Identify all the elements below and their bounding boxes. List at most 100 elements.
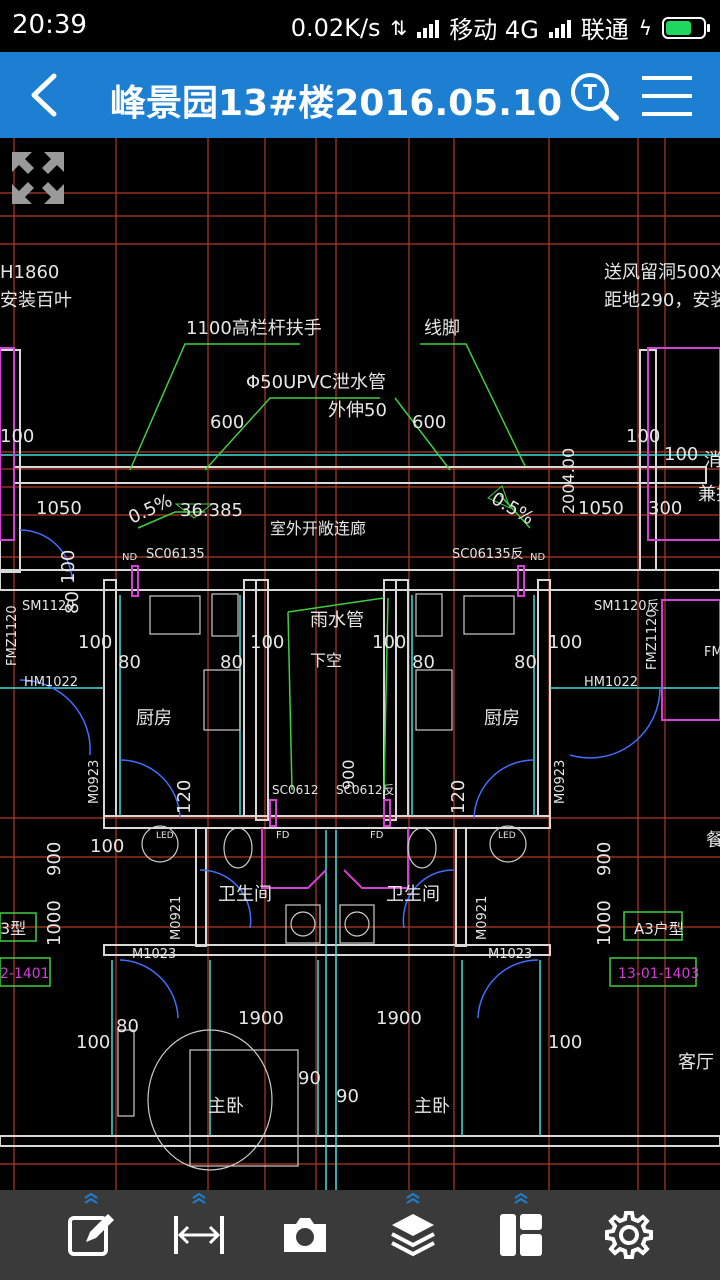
back-arrow-icon[interactable] bbox=[20, 70, 70, 120]
label-fd-right: FD bbox=[370, 830, 384, 841]
dim-80-a: 80 bbox=[62, 591, 83, 614]
label-void: 下空 bbox=[310, 651, 342, 670]
label-baiye: 安装百叶 bbox=[0, 290, 72, 311]
status-right: 0.02K/s ⇅ 移动 4G 联通 ϟ bbox=[290, 10, 710, 45]
cad-drawing-canvas[interactable]: H1860 安装百叶 送风留洞500XH 距地290，安装百 1100高栏杆扶手… bbox=[0, 138, 720, 1190]
label-sm1120f: SM1120反 bbox=[594, 599, 660, 614]
walls bbox=[0, 349, 720, 1147]
label-hm1022-left: HM1022 bbox=[24, 675, 78, 690]
dim-80-c: 80 bbox=[220, 652, 243, 673]
label-extend: 外伸50 bbox=[328, 400, 387, 421]
settings-button[interactable] bbox=[584, 1190, 674, 1280]
hamburger-menu-icon[interactable] bbox=[640, 72, 694, 120]
label-rain-pipe: 雨水管 bbox=[310, 610, 364, 631]
dim-2004: 2004.00 bbox=[559, 448, 578, 514]
label-room-left: 2-1401 bbox=[0, 966, 50, 982]
dim-900-mid: 900 bbox=[339, 759, 358, 790]
camera-button[interactable] bbox=[260, 1190, 350, 1280]
label-hm1022-right: HM1022 bbox=[584, 675, 638, 690]
label-m1023-right: M1023 bbox=[488, 947, 532, 962]
fullscreen-expand-icon[interactable] bbox=[10, 150, 66, 206]
label-led-left: LED bbox=[156, 831, 174, 841]
label-fm: FM bbox=[704, 645, 720, 660]
layout-button[interactable] bbox=[476, 1190, 566, 1280]
label-nd-right: ND bbox=[530, 552, 545, 563]
signal-icon bbox=[417, 18, 440, 38]
camera-icon bbox=[284, 1218, 326, 1252]
dim-80-d: 80 bbox=[412, 652, 435, 673]
clock: 20:39 bbox=[12, 10, 87, 40]
layers-button[interactable] bbox=[368, 1190, 458, 1280]
label-sc0612f: SC0612反 bbox=[336, 783, 395, 797]
label-master-bed-left: 主卧 bbox=[208, 1096, 244, 1117]
app-bar: 峰景园13#楼2016.05.10 T bbox=[0, 52, 720, 138]
dim-80-b: 80 bbox=[118, 652, 141, 673]
dim-600-right: 600 bbox=[412, 412, 446, 433]
label-xiao: 消 bbox=[704, 450, 720, 471]
elevation-value: 36.385 bbox=[180, 500, 243, 521]
dim-90-a: 90 bbox=[298, 1068, 321, 1089]
label-corridor: 室外开敞连廊 bbox=[270, 519, 366, 538]
fixtures bbox=[117, 593, 527, 1171]
dim-1050-right: 1050 bbox=[578, 498, 624, 519]
charging-icon: ϟ bbox=[638, 15, 652, 40]
bottom-toolbar bbox=[0, 1190, 720, 1280]
leader-lines bbox=[129, 343, 531, 791]
label-m0923-left: M0923 bbox=[87, 760, 102, 804]
carrier-primary: 移动 4G bbox=[449, 16, 539, 44]
dim-90-b: 90 bbox=[336, 1086, 359, 1107]
slope-right: 0.5% bbox=[488, 488, 538, 529]
label-fmz-left: FMZ1120 bbox=[5, 605, 20, 666]
dim-100-vert: 100 bbox=[58, 550, 79, 584]
measure-button[interactable] bbox=[154, 1190, 244, 1280]
dim-100-g: 100 bbox=[548, 632, 582, 653]
label-m0921-left: M0921 bbox=[169, 896, 184, 940]
label-songfeng: 送风留洞500XH bbox=[604, 262, 720, 283]
label-unit-type-right: A3户型 bbox=[634, 920, 684, 938]
room-tags bbox=[0, 911, 697, 987]
label-sc06135f: SC06135反 bbox=[452, 547, 524, 562]
dim-1000-right: 1000 bbox=[594, 900, 615, 946]
battery-fill bbox=[666, 20, 692, 35]
label-kitchen-left: 厨房 bbox=[136, 708, 172, 729]
dim-80-e: 80 bbox=[514, 652, 537, 673]
page-title: 峰景园13#楼2016.05.10 bbox=[110, 83, 563, 124]
dim-1000-left: 1000 bbox=[44, 900, 65, 946]
label-master-bed-right: 主卧 bbox=[414, 1096, 450, 1117]
label-living-room: 客厅 bbox=[678, 1052, 714, 1073]
dim-100-f: 100 bbox=[372, 632, 406, 653]
dim-100-a: 100 bbox=[0, 426, 34, 447]
label-m1023-left: M1023 bbox=[132, 947, 176, 962]
dim-900-right: 900 bbox=[594, 842, 615, 876]
layers-icon bbox=[391, 1214, 435, 1257]
settings-gear-icon bbox=[605, 1211, 653, 1259]
floor-plan[interactable]: H1860 安装百叶 送风留洞500XH 距地290，安装百 1100高栏杆扶手… bbox=[0, 138, 720, 1190]
dim-100-b: 100 bbox=[626, 426, 660, 447]
label-fmz-right: FMZ1120 bbox=[645, 609, 660, 670]
dim-100-i: 100 bbox=[76, 1032, 110, 1053]
svg-text:T: T bbox=[583, 80, 597, 104]
network-speed: 0.02K/s bbox=[290, 13, 381, 42]
dim-600-left: 600 bbox=[210, 412, 244, 433]
label-drain-pipe: Φ50UPVC泄水管 bbox=[246, 372, 386, 393]
dim-100-e: 100 bbox=[250, 632, 284, 653]
layout-icon bbox=[500, 1214, 542, 1256]
signal-icon-2 bbox=[548, 18, 571, 38]
label-m0923-right: M0923 bbox=[553, 760, 568, 804]
dim-120-left: 120 bbox=[174, 780, 195, 814]
dim-120-right: 120 bbox=[448, 780, 469, 814]
dim-1900-left: 1900 bbox=[238, 1008, 284, 1029]
text-search-icon[interactable]: T bbox=[568, 70, 620, 122]
label-h1860: H1860 bbox=[0, 262, 59, 283]
label-dining: 餐 bbox=[706, 830, 720, 851]
label-unit-type-left: 3型 bbox=[0, 919, 26, 938]
dim-1900-right: 1900 bbox=[376, 1008, 422, 1029]
edit-note-button[interactable] bbox=[46, 1190, 136, 1280]
label-m0921-right: M0921 bbox=[475, 896, 490, 940]
chevron-up-icon bbox=[406, 1192, 420, 1204]
label-sc06135: SC06135 bbox=[146, 547, 205, 562]
dim-100-j: 100 bbox=[548, 1032, 582, 1053]
label-judi: 距地290，安装百 bbox=[604, 290, 720, 311]
dim-80-f: 80 bbox=[116, 1016, 139, 1037]
label-nd-left: ND bbox=[122, 552, 137, 563]
